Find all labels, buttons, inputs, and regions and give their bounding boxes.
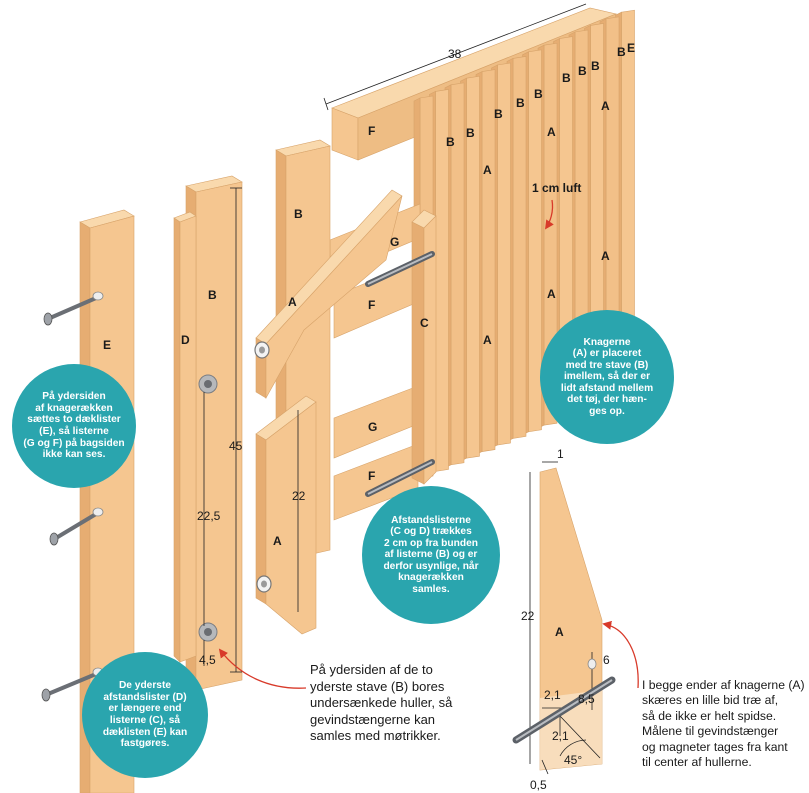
dim-detail-21b: 2,1 xyxy=(552,729,569,743)
dim-45: 45 xyxy=(229,439,243,453)
callout-hooks-text: Knagerne(A) er placeret med tre stave (B… xyxy=(560,336,654,417)
spacer-d xyxy=(173,211,197,663)
label-d: D xyxy=(181,333,190,347)
label-g-top: G xyxy=(390,235,399,249)
dim-22-hook: 22 xyxy=(292,489,306,503)
part-labels: E D B B A A F F F G G C B B B B B B B B … xyxy=(103,41,635,639)
note-hook-ends: I begge ender af knagerne (A)skæres en l… xyxy=(642,678,805,770)
back-stave xyxy=(481,69,496,452)
callout-spacers-text: Afstandslisterne(C og D) trækkes 2 cm op… xyxy=(383,514,479,595)
label-a-back-4: A xyxy=(601,249,610,263)
dimension-labels: 38 1 cm luft 45 22 22,5 4,5 1 22 6 8,5 2… xyxy=(197,47,610,792)
dim-detail-angle: 45° xyxy=(564,753,582,767)
dim-detail-21a: 2,1 xyxy=(544,688,561,702)
dim-225: 22,5 xyxy=(197,509,221,523)
label-b-outer: B xyxy=(208,288,217,302)
width-dimension xyxy=(323,3,587,111)
hook-a-bottom xyxy=(255,395,317,635)
label-b-5: B xyxy=(534,87,543,101)
label-b-7: B xyxy=(578,64,587,78)
label-a-back-5: A xyxy=(547,287,556,301)
label-b-8: B xyxy=(591,59,600,73)
dim-38: 38 xyxy=(448,47,462,61)
label-b-front: B xyxy=(294,207,303,221)
label-f-top: F xyxy=(368,124,375,138)
dim-gap: 1 cm luft xyxy=(532,181,581,195)
label-f-mid: F xyxy=(368,298,375,312)
label-a-back-6: A xyxy=(483,333,492,347)
label-b-9: B xyxy=(617,45,626,59)
label-a-back-3: A xyxy=(601,99,610,113)
callout-hooks: Knagerne(A) er placeret med tre stave (B… xyxy=(540,310,674,444)
callout-spacers: Afstandslisterne(C og D) trækkes 2 cm op… xyxy=(362,486,500,624)
label-c: C xyxy=(420,316,429,330)
label-a-top: A xyxy=(288,295,297,309)
label-b-6: B xyxy=(562,71,571,85)
label-f-bot: F xyxy=(368,469,375,483)
hook-washers xyxy=(254,341,272,593)
dim-detail-1: 1 xyxy=(557,447,564,461)
label-e: E xyxy=(103,338,111,352)
dim-detail-22: 22 xyxy=(521,609,535,623)
label-e-back: E xyxy=(627,41,635,55)
pointer-arrows xyxy=(218,199,639,689)
label-b-4: B xyxy=(516,96,525,110)
label-a-detail: A xyxy=(555,625,564,639)
dim-45-bottom: 4,5 xyxy=(199,653,216,667)
back-stave xyxy=(512,56,527,439)
label-a-bottom: A xyxy=(273,534,282,548)
label-b-1: B xyxy=(446,135,455,149)
label-b-3: B xyxy=(494,107,503,121)
label-a-back-1: A xyxy=(483,163,492,177)
label-a-back-2: A xyxy=(547,125,556,139)
spacer-c xyxy=(411,209,437,485)
dim-detail-05: 0,5 xyxy=(530,778,547,792)
threaded-rods-back xyxy=(365,251,435,497)
screws xyxy=(41,291,104,702)
dim-detail-85: 8,5 xyxy=(578,692,595,706)
dim-detail-6: 6 xyxy=(603,653,610,667)
detail-hook xyxy=(512,461,616,775)
label-g-mid: G xyxy=(368,420,377,434)
label-b-2: B xyxy=(466,126,475,140)
